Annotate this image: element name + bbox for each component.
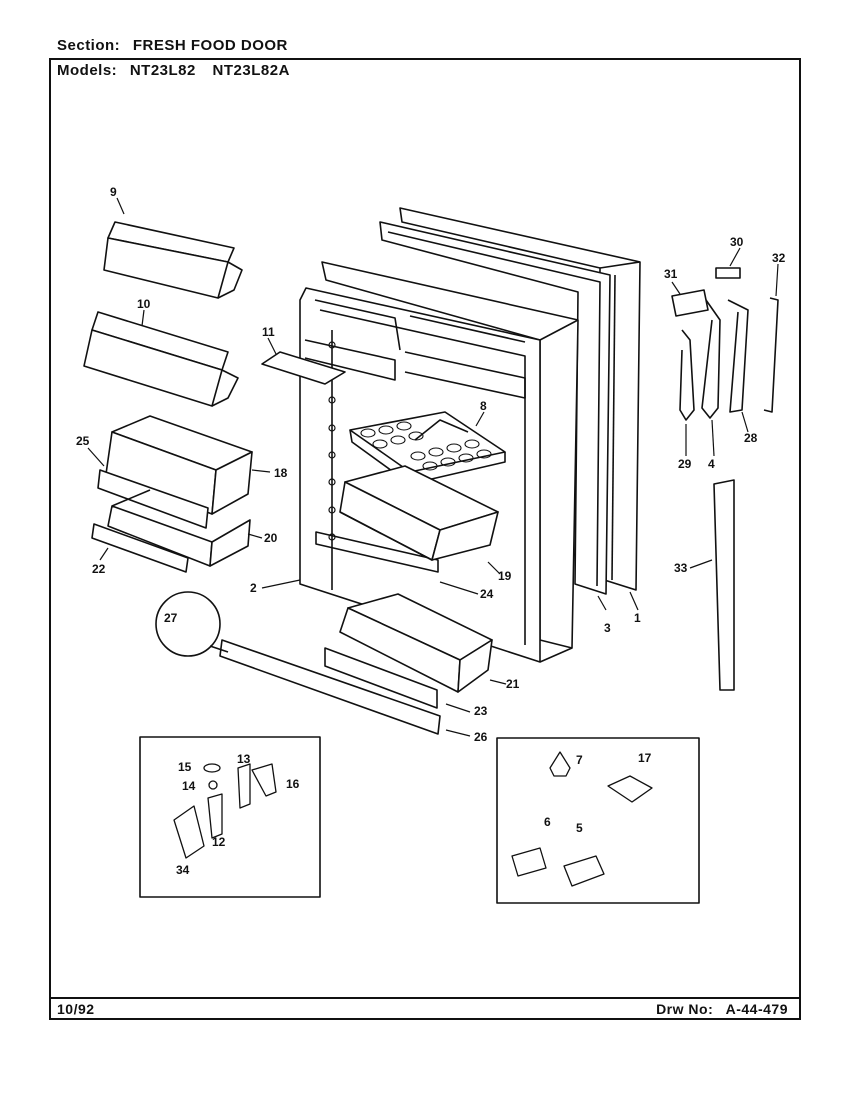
callout-2: 2: [250, 581, 257, 595]
callout-30: 30: [730, 235, 744, 249]
callout-17: 17: [638, 751, 652, 765]
model-number-1: NT23L82: [129, 62, 196, 79]
callout-34: 34: [176, 863, 190, 877]
drawing-number: A-44-479: [725, 1001, 788, 1017]
callout-13: 13: [237, 752, 251, 766]
bin-trim: [91, 523, 189, 573]
callout-27: 27: [164, 611, 178, 625]
hinge-plate: [237, 763, 251, 809]
callout-12: 12: [212, 835, 226, 849]
callout-32: 32: [772, 251, 786, 265]
handle-bracket-left: [679, 329, 695, 421]
hinge-pin: [207, 793, 223, 839]
hinge-detail-box: [139, 736, 321, 898]
callout-23: 23: [474, 704, 488, 718]
callout-22: 22: [92, 562, 106, 576]
part-27-circle: [155, 591, 221, 657]
handle-trim: [713, 479, 735, 691]
callout-14: 14: [182, 779, 196, 793]
callout-4: 4: [708, 457, 715, 471]
spacer: [208, 780, 218, 790]
lower-door-shelf: [339, 593, 493, 693]
drawing-label: Drw No:: [656, 1001, 714, 1017]
washer: [203, 763, 221, 773]
model-number-2: NT23L82A: [212, 62, 290, 79]
screw: [549, 751, 571, 777]
bracket-6: [511, 847, 547, 877]
callout-3: 3: [604, 621, 611, 635]
callout-1: 1: [634, 611, 641, 625]
drawing-frame: [49, 58, 801, 1020]
callout-33: 33: [674, 561, 688, 575]
callout-31: 31: [664, 267, 678, 281]
callout-11: 11: [262, 325, 275, 339]
callout-20: 20: [264, 531, 278, 545]
dairy-door-lower: [83, 311, 239, 407]
handle-strip: [727, 299, 749, 413]
handle-rail: [763, 297, 779, 413]
handle-cap: [715, 267, 741, 279]
callout-7: 7: [576, 753, 583, 767]
callout-28: 28: [744, 431, 758, 445]
door-shelf: [339, 465, 499, 561]
hinge-bracket: [251, 763, 277, 797]
callout-5: 5: [576, 821, 583, 835]
callout-21: 21: [506, 677, 520, 691]
callout-6: 6: [544, 815, 551, 829]
shelf-trim-23: [324, 647, 438, 709]
shelf-retainer-bar: [315, 531, 439, 573]
callout-15: 15: [178, 760, 192, 774]
dairy-door-upper: [103, 221, 243, 299]
footer-date: 10/92: [57, 1001, 95, 1017]
deflector: [261, 351, 346, 385]
door-stop: [607, 775, 653, 803]
hinge-cover: [173, 805, 205, 859]
door-bin-lower: [107, 489, 251, 567]
models-label: Models:: [57, 62, 118, 79]
callout-10: 10: [137, 297, 151, 311]
door-bin-upper: [97, 415, 253, 529]
callout-18: 18: [274, 466, 288, 480]
section-title: FRESH FOOD DOOR: [132, 37, 288, 54]
callout-24: 24: [480, 587, 494, 601]
handle-mount: [671, 289, 709, 317]
callout-16: 16: [286, 777, 300, 791]
footer-divider: [49, 997, 801, 999]
door-bottom-trim: [219, 639, 441, 735]
section-header: Section: FRESH FOOD DOOR: [57, 37, 288, 54]
models-header: Models: NT23L82 NT23L82A: [57, 62, 290, 79]
callout-29: 29: [678, 457, 692, 471]
callout-9: 9: [110, 185, 117, 199]
section-label: Section:: [57, 37, 121, 54]
bracket-5: [563, 855, 605, 887]
callout-19: 19: [498, 569, 512, 583]
callout-labels: 1 2 3 4 5 6 7 8 9 10 11 12 13 14 15 16 1…: [76, 185, 786, 877]
handle-bracket-mid: [701, 299, 721, 419]
callout-25: 25: [76, 434, 90, 448]
footer-drawing-number: Drw No: A-44-479: [656, 1001, 788, 1017]
hardware-detail-box: [496, 737, 700, 904]
callout-8: 8: [480, 399, 487, 413]
door-gasket: [379, 221, 611, 595]
callout-26: 26: [474, 730, 488, 744]
